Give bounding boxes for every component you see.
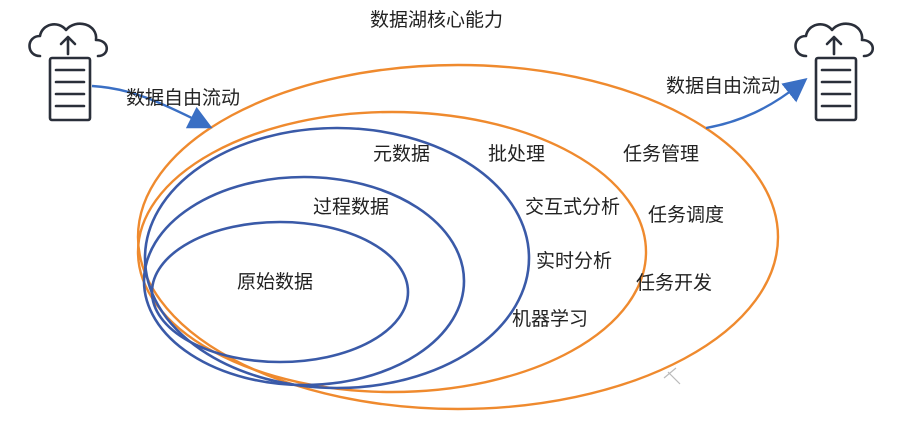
flow-in-arrow bbox=[91, 84, 213, 129]
raw-data-label: 原始数据 bbox=[237, 271, 314, 293]
process-data-label: 过程数据 bbox=[313, 196, 390, 218]
compute-label-ml: 机器学习 bbox=[512, 308, 589, 330]
task-label-development: 任务开发 bbox=[636, 272, 713, 294]
compute-ellipse bbox=[136, 110, 648, 394]
compute-label-interactive: 交互式分析 bbox=[525, 196, 621, 218]
meta-ellipse bbox=[143, 126, 531, 390]
task-label-management: 任务管理 bbox=[623, 143, 700, 165]
compute-label-realtime: 实时分析 bbox=[536, 250, 613, 272]
flow-in-label: 数据自由流动 bbox=[126, 87, 241, 109]
process-ellipse bbox=[142, 175, 466, 387]
flow-out-arrow bbox=[705, 78, 808, 130]
compute-label-batch: 批处理 bbox=[488, 143, 546, 165]
cloud-server-icon bbox=[28, 22, 109, 122]
watermark-mark bbox=[663, 367, 681, 385]
cloud-server-icon bbox=[794, 22, 875, 122]
metadata-label: 元数据 bbox=[373, 143, 431, 165]
task-ellipse bbox=[136, 63, 780, 411]
task-label-scheduling: 任务调度 bbox=[648, 204, 725, 226]
raw-ellipse bbox=[150, 220, 410, 364]
flow-out-label: 数据自由流动 bbox=[666, 75, 781, 97]
diagram-title: 数据湖核心能力 bbox=[370, 9, 504, 31]
